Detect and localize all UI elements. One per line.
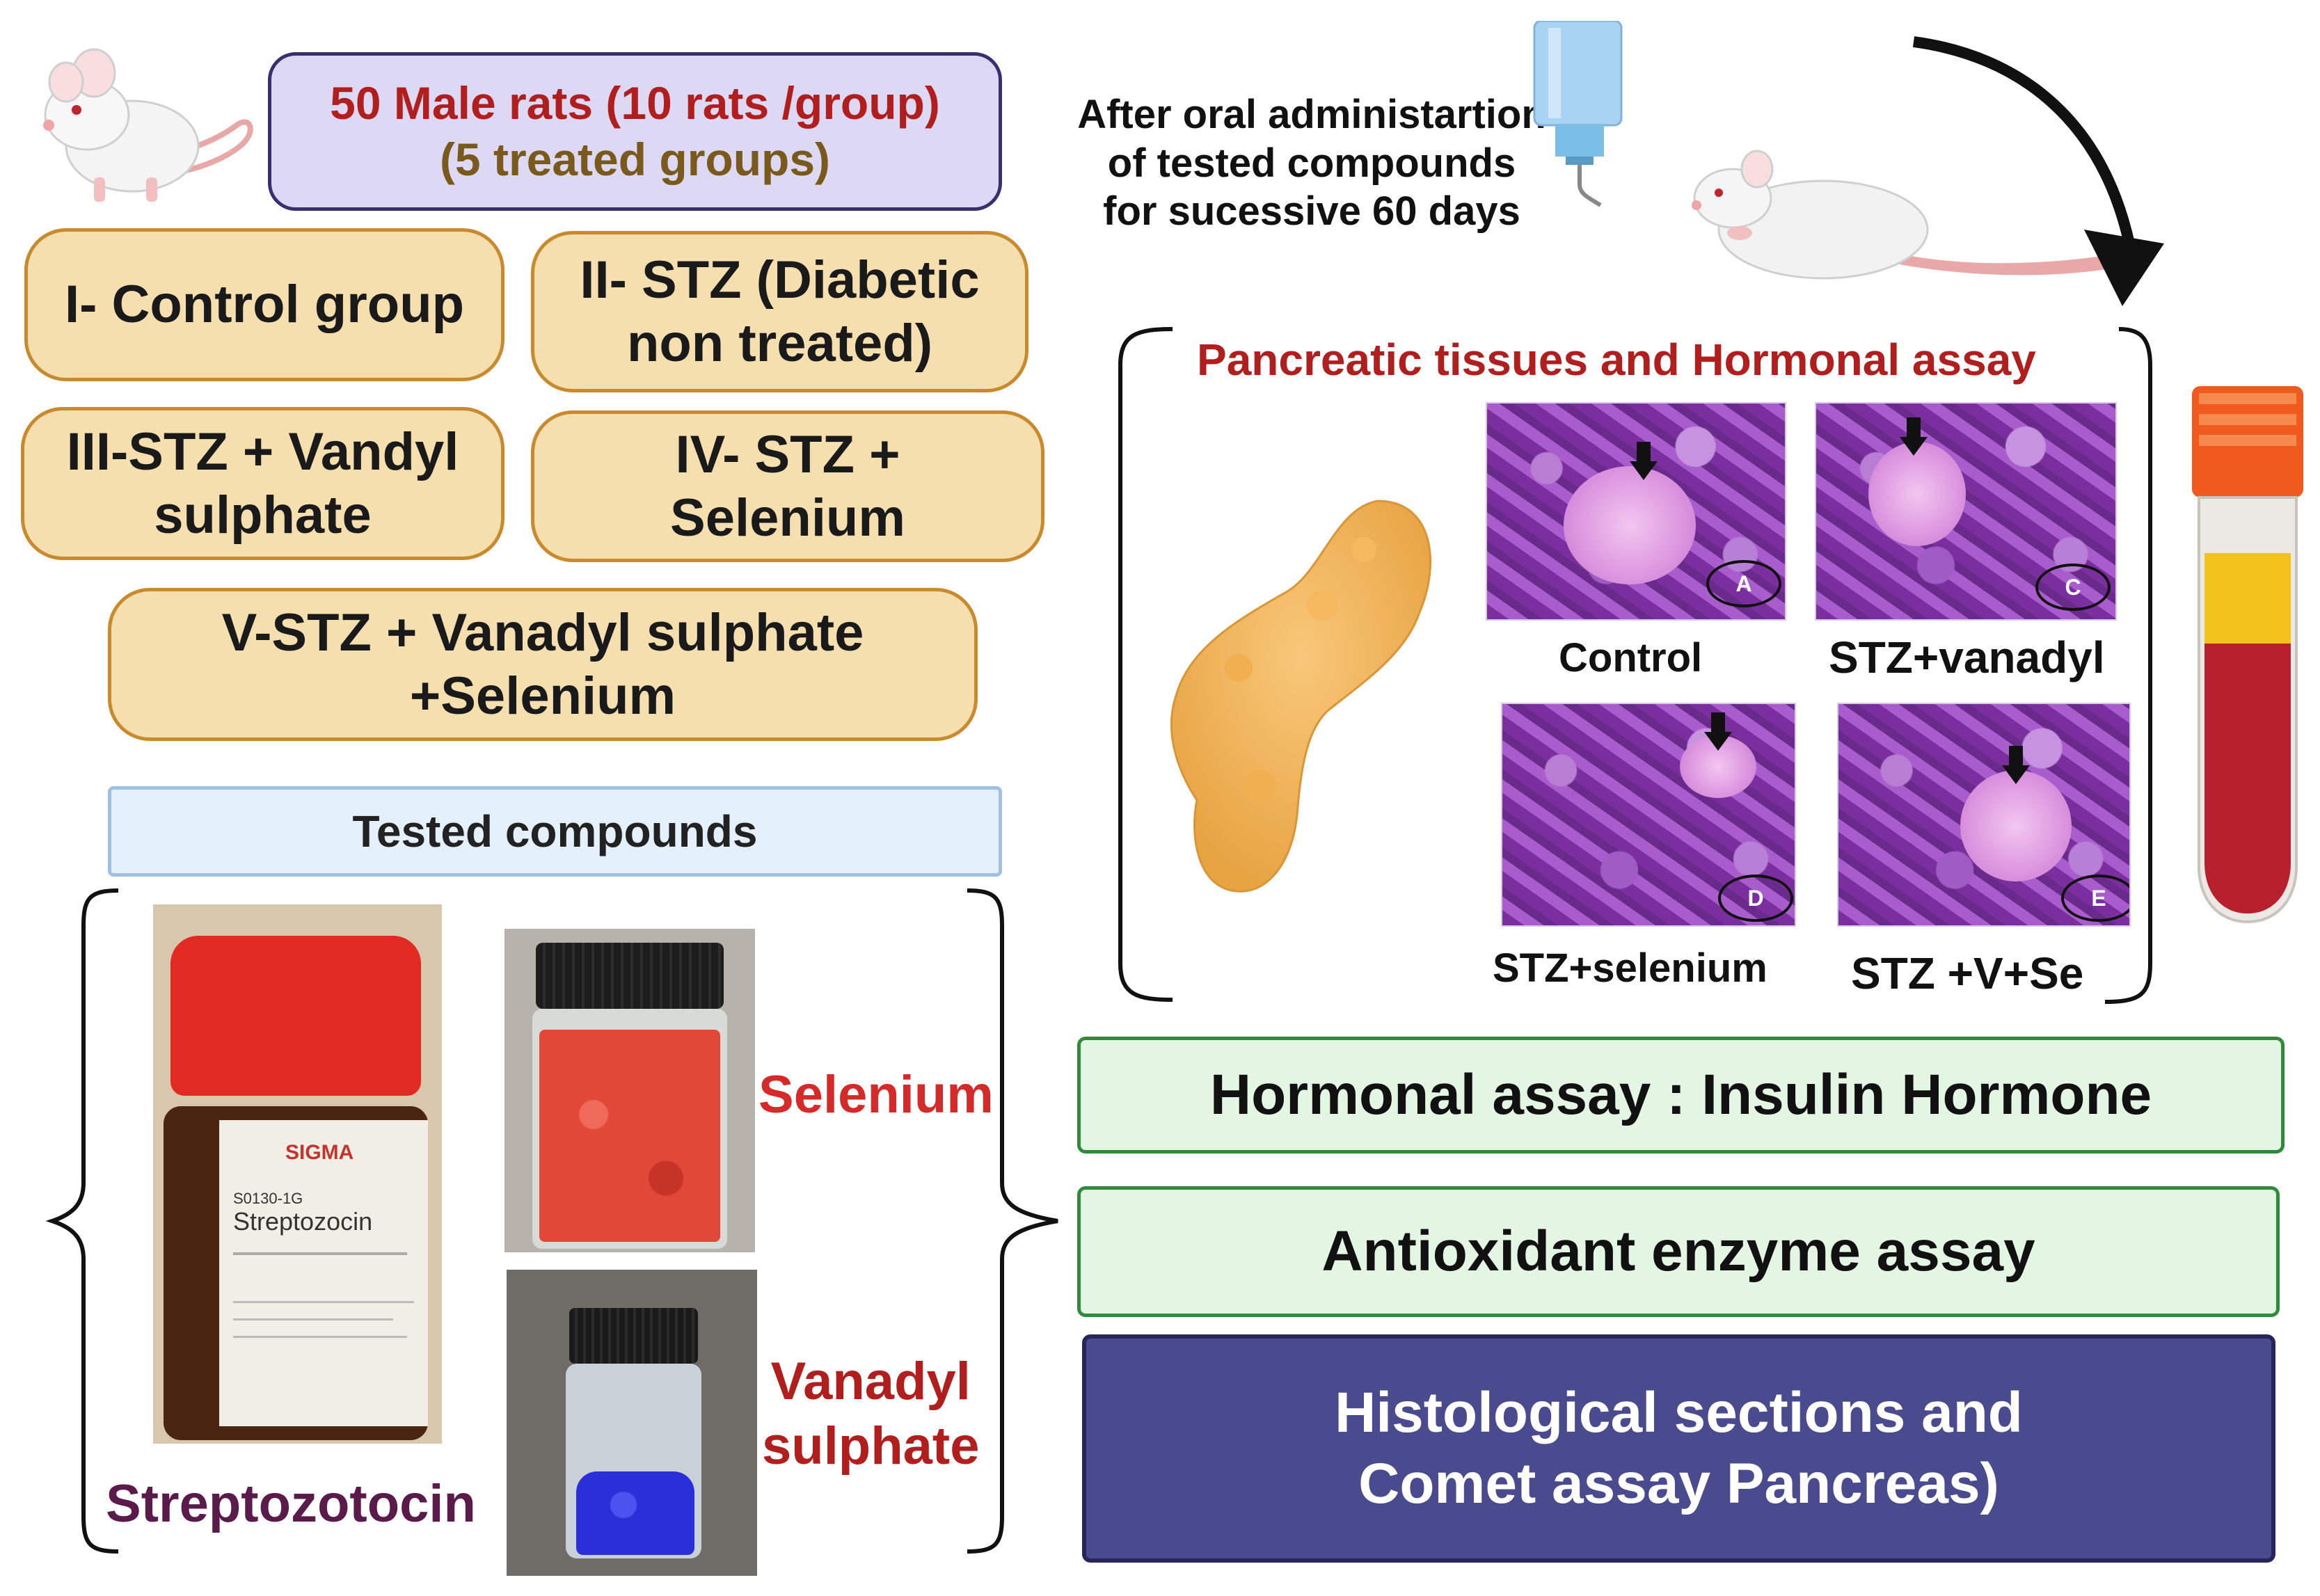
histology-comet-box: Histological sections and Comet assay Pa… (1082, 1334, 2275, 1563)
group-label: sulphate (154, 486, 372, 545)
antioxidant-assay-label: Antioxidant enzyme assay (1321, 1220, 2035, 1283)
left-brace (45, 888, 119, 1554)
vanadyl-label-line1: Vanadyl (770, 1352, 971, 1411)
rat-icon (43, 48, 253, 202)
panel-title: Pancreatic tissues and Hormonal assay (1197, 335, 2036, 385)
bottle-name-text: Streptozocin (233, 1207, 373, 1236)
micrograph-stz-v-se: E (1837, 703, 2131, 927)
antioxidant-assay-box: Antioxidant enzyme assay (1077, 1186, 2280, 1317)
tested-compounds-header: Tested compounds (108, 786, 1002, 877)
group-label: +Selenium (409, 667, 676, 726)
group-label: Selenium (670, 488, 905, 548)
drinking-rat-icon (1692, 150, 2136, 280)
micrograph-caption: STZ+selenium (1493, 945, 1767, 991)
group-label: IV- STZ + (675, 424, 900, 484)
study-info-box: 50 Male rats (10 rats /group) (5 treated… (268, 52, 1002, 211)
micrograph-letter: D (1718, 875, 1793, 922)
micrograph-letter: E (2061, 875, 2129, 922)
histology-label-line1: Histological sections and (1335, 1380, 2023, 1444)
down-arrow-icon (1630, 442, 1658, 480)
group-box-stz-selenium: IV- STZ + Selenium (531, 410, 1044, 562)
water-bottle-icon (1533, 21, 1623, 207)
group-label: II- STZ (Diabetic (580, 250, 980, 310)
histology-label-line2: Comet assay Pancreas) (1358, 1452, 1999, 1515)
group-label: non treated) (626, 314, 933, 373)
vanadyl-label-line2: sulphate (762, 1416, 980, 1476)
group-box-stz-vandyl: III-STZ + Vandyl sulphate (21, 407, 504, 560)
administration-line2: of tested compounds (1107, 140, 1516, 186)
streptozotocin-bottle-photo: SIGMA S0130-1G Streptozocin (153, 904, 442, 1444)
administration-line3: for sucessive 60 days (1103, 189, 1520, 234)
panel-bracket (1118, 327, 2152, 1004)
vanadyl-jar-photo (507, 1270, 757, 1576)
right-brace (967, 888, 1058, 1554)
group-label: III-STZ + Vandyl (66, 422, 459, 481)
micrograph-control: A (1486, 402, 1786, 621)
group-box-stz-vanadyl-selenium: V-STZ + Vanadyl sulphate +Selenium (108, 588, 978, 741)
group-label: V-STZ + Vanadyl sulphate (221, 603, 864, 662)
blood-tube-icon (2192, 386, 2303, 924)
hormonal-assay-label: Hormonal assay : Insulin Hormone (1209, 1063, 2152, 1126)
down-arrow-icon (2002, 746, 2030, 784)
micrograph-caption: Control (1559, 635, 1703, 680)
selenium-label: Selenium (758, 1065, 994, 1124)
micrograph-stz-selenium: D (1501, 703, 1796, 927)
administration-text: After oral administartion of tested comp… (1058, 90, 1566, 236)
micrograph-letter: C (2035, 564, 2111, 611)
curved-arrow-icon (1912, 36, 2164, 306)
bottle-brand-text: SIGMA (285, 1141, 354, 1164)
hormonal-assay-box: Hormonal assay : Insulin Hormone (1077, 1037, 2285, 1154)
micrograph-caption: STZ+vanadyl (1829, 632, 2105, 683)
group-box-stz-diabetic: II- STZ (Diabetic non treated) (531, 231, 1028, 392)
down-arrow-icon (1704, 712, 1732, 751)
down-arrow-icon (1900, 417, 1928, 456)
micrograph-stz-vanadyl: C (1815, 402, 2117, 621)
micrograph-caption: STZ +V+Se (1851, 948, 2084, 998)
bottle-code-text: S0130-1G (233, 1190, 303, 1207)
rats-count-text: 50 Male rats (10 rats /group) (330, 77, 940, 129)
group-label: I- Control group (64, 275, 465, 335)
selenium-jar-photo (504, 929, 755, 1252)
micrograph-letter: A (1706, 560, 1781, 607)
vanadyl-label: Vanadyl sulphate (762, 1350, 980, 1478)
groups-count-text: (5 treated groups) (439, 134, 831, 185)
tested-compounds-label: Tested compounds (352, 806, 758, 856)
group-box-control: I- Control group (24, 228, 504, 381)
pancreas-icon (1170, 500, 1431, 893)
administration-line1: After oral administartion (1077, 92, 1546, 137)
streptozotocin-label: Streptozotocin (106, 1474, 476, 1533)
